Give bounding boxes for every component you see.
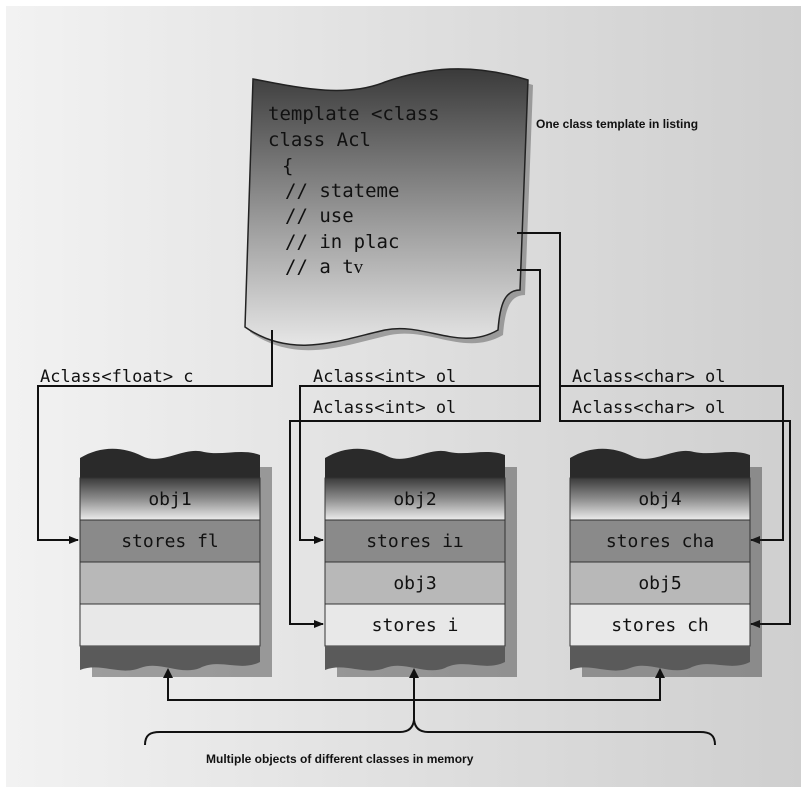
arrow-up-block3 <box>655 668 665 678</box>
connectors <box>37 232 791 720</box>
block1-label-1: obj1 <box>148 489 191 510</box>
block1-cell-3 <box>79 561 261 605</box>
listing-line-7: // a tᴠ <box>285 256 364 278</box>
memory-bus-arrows <box>163 668 665 678</box>
arrow-to-obj4 <box>517 232 784 544</box>
statement-int-2: Aclass<int> ol <box>313 398 456 418</box>
block3-label-4: stores ch <box>611 615 709 636</box>
memory-block-3: obj4 stores cha obj5 stores ch <box>569 448 762 677</box>
memory-block-2: obj2 stores iı obj3 stores i <box>324 448 517 677</box>
statement-float: Aclass<float> c <box>40 367 194 387</box>
statement-char-1: Aclass<char> ol <box>572 367 726 387</box>
footer-caption: Multiple objects of different classes in… <box>206 752 474 766</box>
arrow-to-obj5 <box>559 386 791 628</box>
listing-line-3: { <box>282 155 293 177</box>
block2-label-2: stores iı <box>366 531 464 552</box>
block2-cell-4 <box>324 603 506 647</box>
block3-cell-1 <box>569 477 751 521</box>
block1-cell-2 <box>79 519 261 563</box>
block2-label-3: obj3 <box>393 573 436 594</box>
block3-cell-4 <box>569 603 751 647</box>
listing-line-5: // use <box>285 205 354 227</box>
block3-cell-2 <box>569 519 751 563</box>
block3-cell-3 <box>569 561 751 605</box>
memory-brace <box>144 719 716 746</box>
arrow-to-obj2 <box>299 269 541 544</box>
arrow-up-block2 <box>409 668 419 678</box>
listing-line-2: class Acl <box>268 129 371 151</box>
block2-cell-2 <box>324 519 506 563</box>
template-listing: template <class class Acl { // stateme /… <box>244 68 533 351</box>
arrow-up-block1 <box>163 668 173 678</box>
memory-block-1: obj1 stores fl <box>79 448 272 677</box>
block2-cell-3 <box>324 561 506 605</box>
block2-label-1: obj2 <box>393 489 436 510</box>
block1-cell-4 <box>79 603 261 647</box>
listing-line-6: // in plac <box>285 231 399 253</box>
block3-label-3: obj5 <box>638 573 681 594</box>
block1-cell-1 <box>79 477 261 521</box>
listing-caption: One class template in listing <box>536 117 698 131</box>
block2-label-4: stores i <box>372 615 459 636</box>
listing-line-4: // stateme <box>285 180 399 202</box>
block1-label-2: stores fl <box>121 531 219 552</box>
listing-line-1: template <class <box>268 103 440 125</box>
arrow-to-obj1 <box>37 330 273 544</box>
statement-char-2: Aclass<char> ol <box>572 398 726 418</box>
arrow-to-obj3 <box>289 386 541 628</box>
block3-label-2: stores cha <box>606 531 714 552</box>
block3-label-1: obj4 <box>638 489 681 510</box>
statement-int-1: Aclass<int> ol <box>313 367 456 387</box>
